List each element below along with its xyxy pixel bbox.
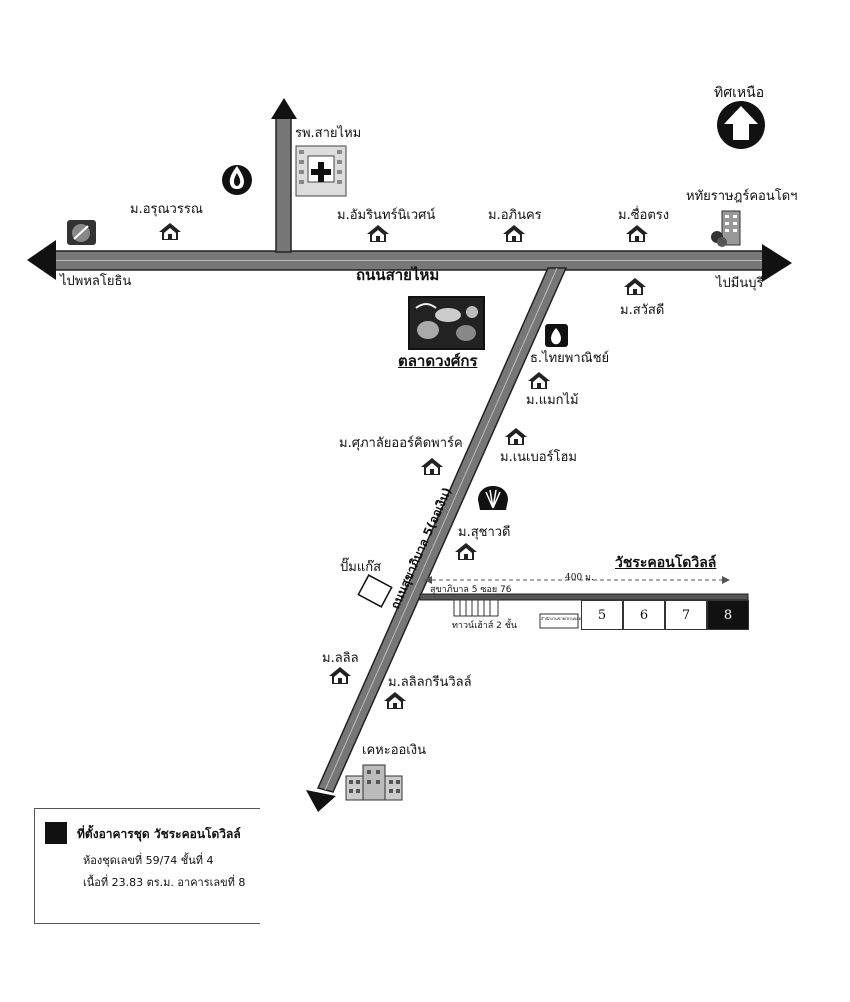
supalai-label: ม.ศุภาลัยออร์คิดพาร์ค	[339, 436, 463, 451]
bank-logo-icon	[545, 324, 568, 347]
suetrong-label: ม.ซื่อตรง	[618, 208, 670, 223]
market-label: ตลาดวงศ์กร	[398, 352, 478, 370]
shell-logo-icon	[478, 486, 508, 510]
lalin-label: ม.ลลิล	[322, 651, 359, 666]
to-phahon-label: ไปพหลโยธิน	[60, 274, 132, 289]
bank-label: ธ.ไทยพาณิชย์	[530, 351, 610, 366]
suchawadee-label: ม.สุชาวดี	[458, 525, 511, 540]
hospital-icon	[295, 145, 347, 197]
house-icon-lalin	[329, 667, 351, 684]
west-arrow-icon	[27, 240, 56, 280]
building-6: 6	[623, 600, 665, 630]
amarin-label: ม.อัมรินทร์นิเวศน์	[337, 208, 436, 223]
south-arrow-icon	[306, 790, 336, 812]
sukhaphiban-road	[306, 267, 568, 812]
arunwan-label: ม.อรุณวรรณ	[130, 202, 203, 217]
lalingreen-label: ม.ลลิลกรีนวิลล์	[388, 675, 472, 690]
condo-tenant-label: หทัยราษฎร์คอนโดฯ	[686, 189, 798, 204]
house-icon-arunwan	[159, 223, 181, 240]
gas-station-box	[357, 574, 393, 608]
house-icon-amarin	[367, 225, 389, 242]
office-label: สำนักงานขาย/ลานจอดรถ	[541, 616, 586, 621]
house-icon-aphinakhon	[503, 225, 525, 242]
east-arrow-icon	[762, 244, 792, 282]
compass-north-icon	[717, 101, 765, 149]
north-label: ทิศเหนือ	[714, 85, 765, 101]
house-icon-suetrong	[626, 225, 648, 242]
house-icon-supalai	[421, 458, 443, 475]
building-7: 7	[665, 600, 707, 630]
house-icon-sawasdi	[624, 278, 646, 295]
ptt-flame-icon	[222, 165, 252, 195]
aphinakhon-label: ม.อภินคร	[488, 208, 542, 223]
legend-marker	[45, 822, 67, 844]
watchara-label: วัชระคอนโดวิลล์	[615, 555, 717, 571]
condo-building-icon	[711, 210, 741, 247]
to-minburi-label: ไปมีนบุรี	[716, 276, 764, 291]
distance-label: 400 ม.	[565, 573, 594, 583]
main-road-label: ถนนสายไหม	[356, 266, 440, 284]
legend-box: ที่ตั้งอาคารชุด วัชระคอนโดวิลล์ ห้องชุดเ…	[34, 808, 260, 924]
kheha-label: เคหะออเงิน	[362, 743, 426, 758]
sales-office-box	[539, 613, 579, 629]
building-8: 8	[707, 600, 749, 630]
hospital-road	[271, 98, 297, 253]
legend-area: เนื้อที่ 23.83 ตร.ม. อาคารเลขที่ 8	[83, 876, 246, 889]
house-icon-suchawadee	[455, 543, 477, 560]
neighborhome-label: ม.เนเบอร์โฮม	[500, 450, 578, 465]
house-icon-neighborhome	[505, 428, 527, 445]
north-arrow-icon	[271, 98, 297, 119]
legend-title: ที่ตั้งอาคารชุด วัชระคอนโดวิลล์	[77, 827, 241, 841]
townhouse-label: ทาวน์เฮ้าส์ 2 ชั้น	[452, 621, 518, 631]
townhouse-block	[453, 599, 499, 617]
sawasdi-label: ม.สวัสดี	[620, 303, 665, 318]
maekmai-label: ม.แมกไม้	[526, 393, 579, 408]
house-icon-lalingreen	[384, 692, 406, 709]
gas-label: ปั๊มแก๊ส	[340, 560, 382, 575]
hospital-label: รพ.สายไหม	[295, 126, 362, 141]
market-icon	[408, 296, 485, 350]
soi-label: สุขาภิบาล 5 ซอย 76	[430, 585, 512, 595]
kheha-building-icon	[345, 764, 403, 801]
building-5: 5	[581, 600, 623, 630]
legend-unit-no: ห้องชุดเลขที่ 59/74 ชั้นที่ 4	[83, 854, 214, 867]
gas-station-logo-icon	[67, 220, 96, 245]
house-icon-maekmai	[528, 372, 550, 389]
